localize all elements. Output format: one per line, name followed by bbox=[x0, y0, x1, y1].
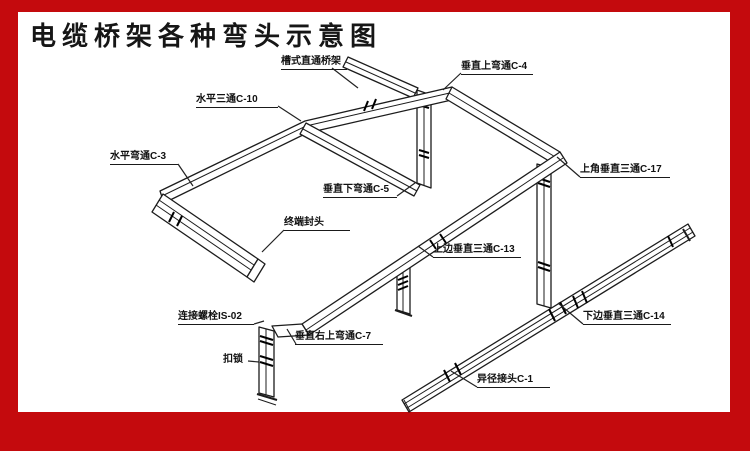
label-vertical-down-bend-c5: 垂直下弯通C-5 bbox=[323, 184, 397, 198]
c14-junction-marks bbox=[548, 308, 556, 322]
label-horizontal-tee-c10: 水平三通C-10 bbox=[196, 94, 278, 108]
connector-bolt-marks bbox=[259, 335, 274, 341]
front-left-run-tray bbox=[151, 193, 266, 283]
c7-drop-post bbox=[256, 323, 310, 406]
leader-lines bbox=[177, 67, 584, 388]
label-connecting-bolt-is02: 连接螺栓IS-02 bbox=[178, 311, 254, 325]
label-trough-straight-tray: 槽式直通桥架 bbox=[281, 56, 347, 70]
label-buckle-lock: 扣锁 bbox=[223, 354, 243, 365]
label-upper-side-vertical-tee-c13: 上边垂直三通C-13 bbox=[433, 244, 521, 258]
label-horizontal-bend-c3: 水平弯通C-3 bbox=[110, 151, 178, 165]
label-reducer-joint-c1: 异径接头C-1 bbox=[477, 374, 550, 388]
buckle-lock-clip bbox=[259, 355, 274, 361]
label-end-cap: 终端封头 bbox=[284, 217, 350, 231]
terminal-end-cap bbox=[246, 258, 266, 283]
page-title: 电缆桥架各种弯头示意图 bbox=[30, 22, 383, 51]
reducer-joint-marks bbox=[443, 369, 451, 383]
label-lower-side-vertical-tee-c14: 下边垂直三通C-14 bbox=[583, 311, 671, 325]
c13-drop-post bbox=[394, 265, 413, 317]
right-drop-post bbox=[536, 163, 552, 309]
tee-branch bbox=[299, 122, 421, 197]
top-straight-tray bbox=[342, 56, 419, 99]
label-upper-corner-vertical-tee-c17: 上角垂直三通C-17 bbox=[580, 164, 670, 178]
label-vertical-up-bend-c4: 垂直上弯通C-4 bbox=[461, 61, 533, 75]
label-vertical-right-up-bend-c7: 垂直右上弯通C-7 bbox=[295, 331, 383, 345]
right-run-tray bbox=[445, 86, 561, 165]
lower-run-tray bbox=[401, 223, 696, 413]
